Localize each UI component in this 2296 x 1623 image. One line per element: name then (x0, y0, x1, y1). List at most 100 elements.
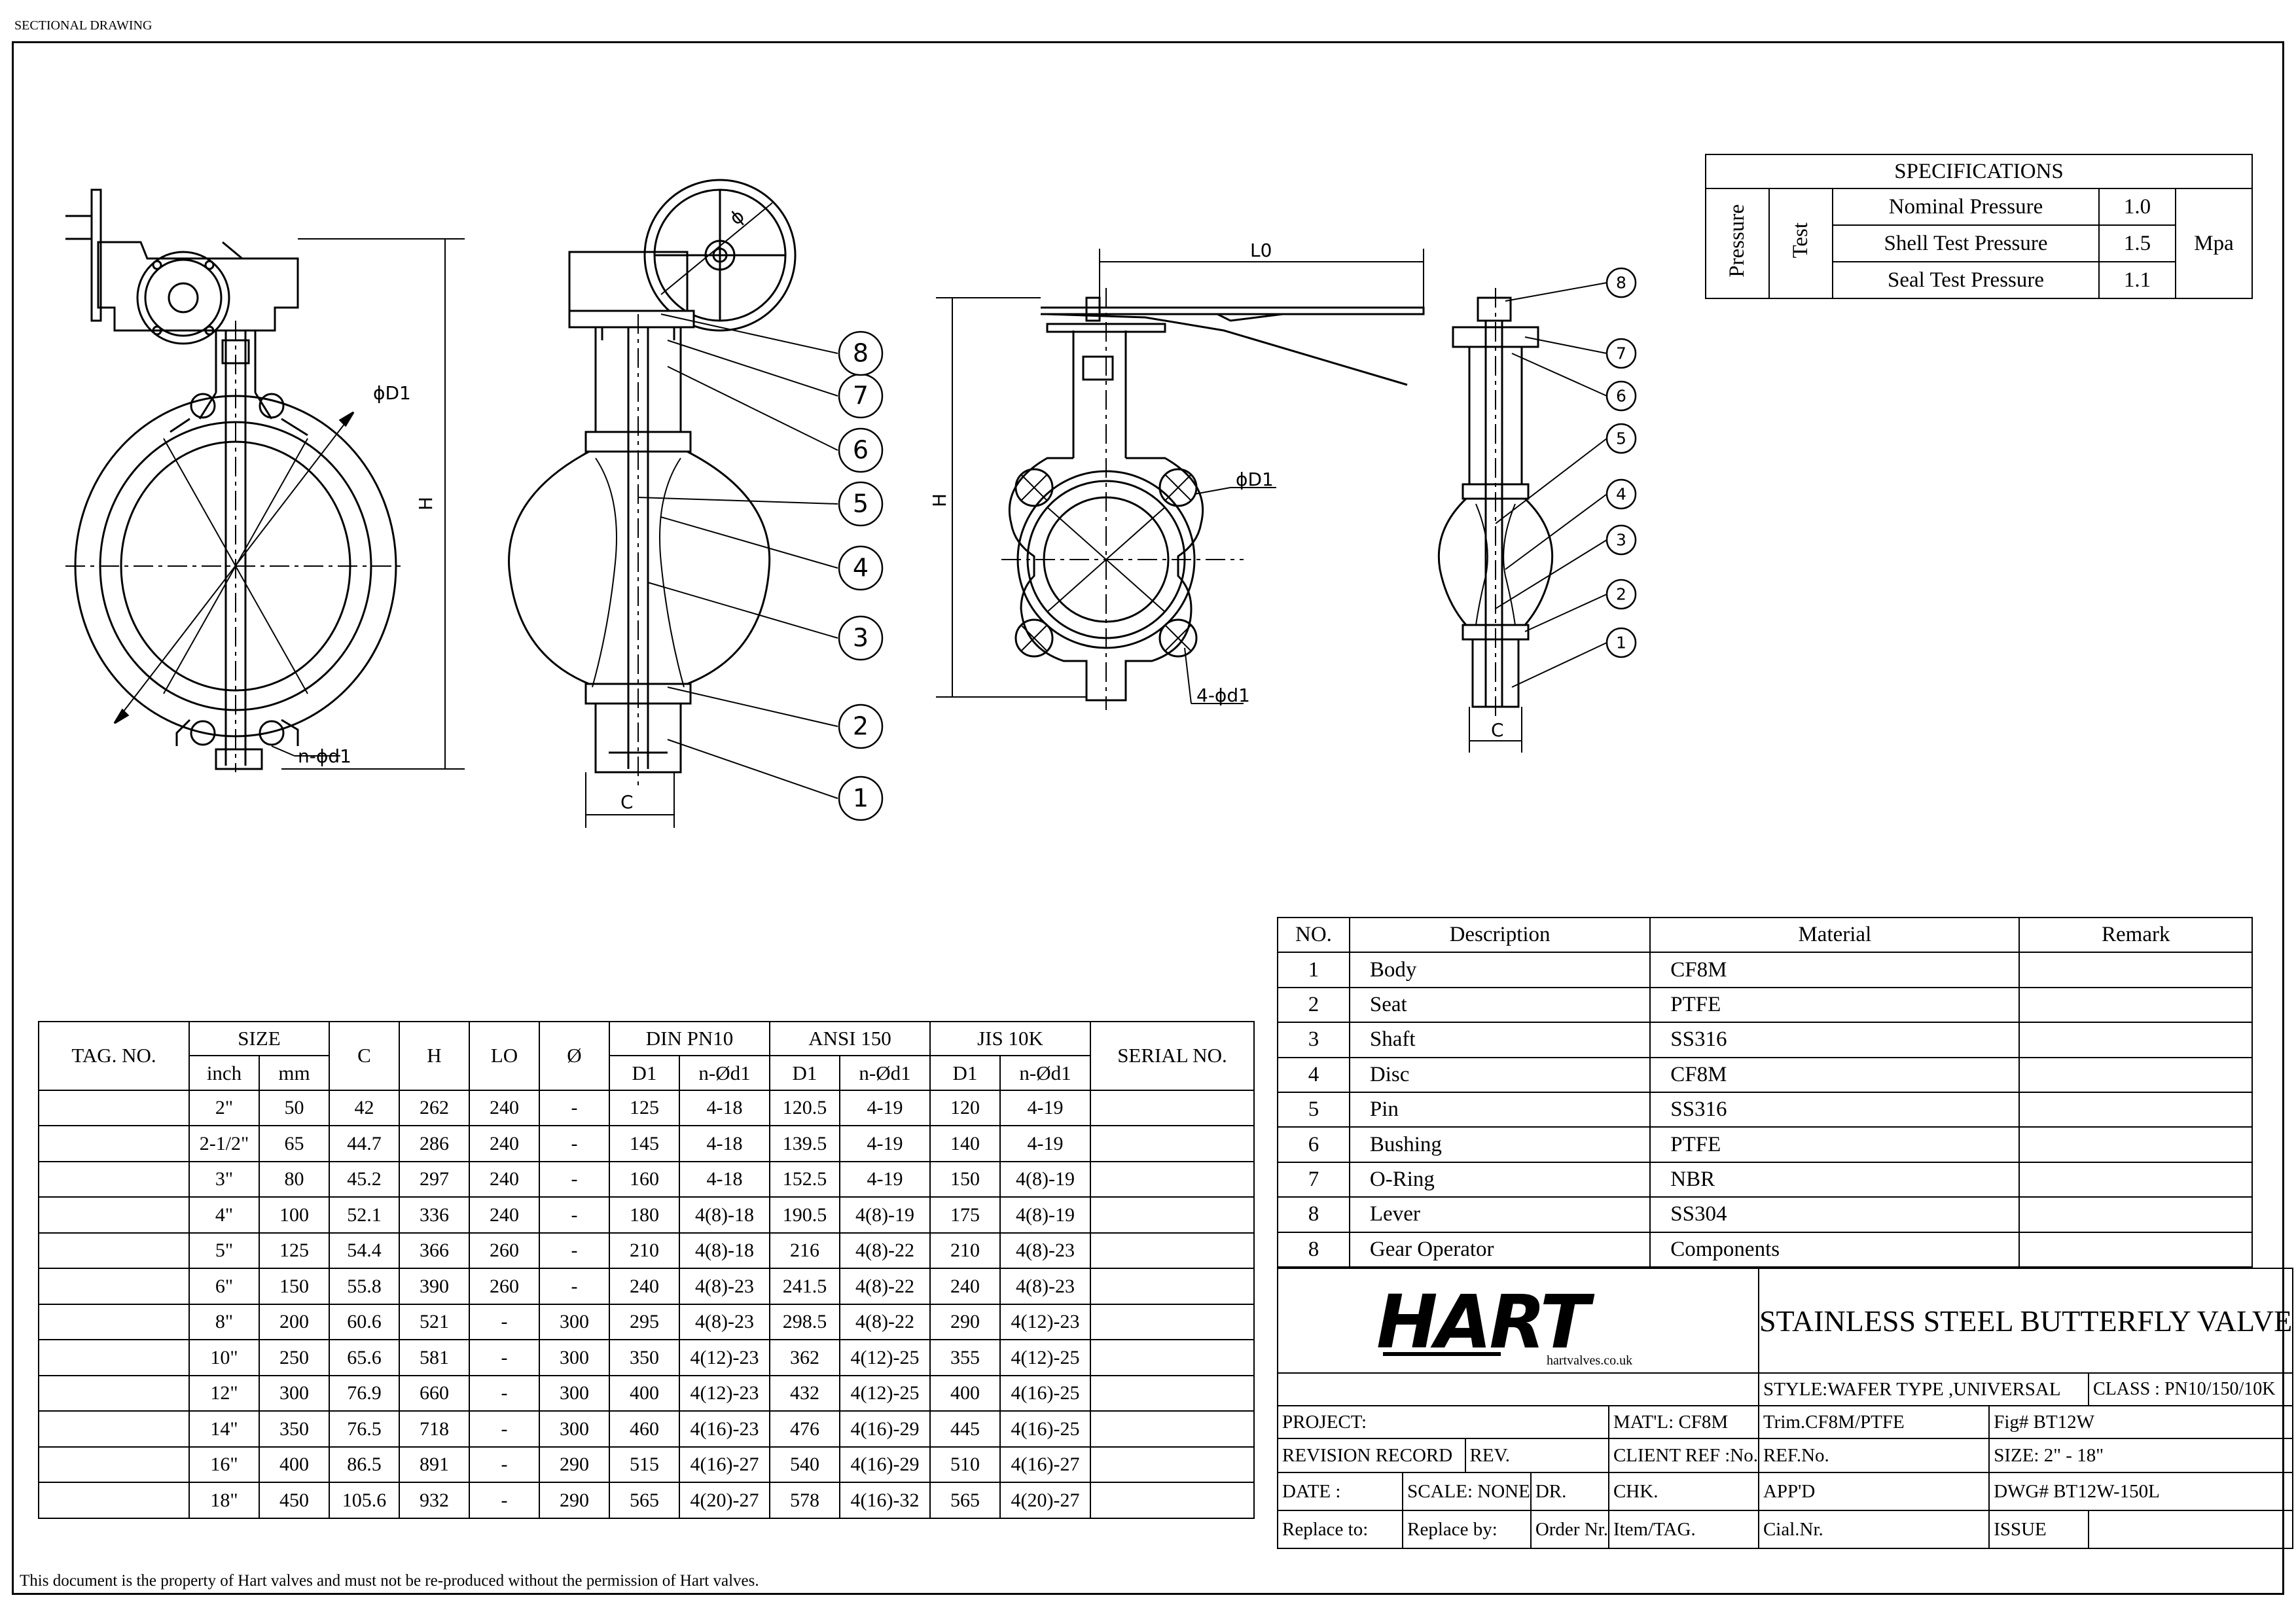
part-desc: Shaft (1348, 1022, 1651, 1058)
cell-tag-no (38, 1196, 190, 1234)
th-ansi: ANSI 150 (769, 1020, 931, 1057)
th-no: NO. (1277, 916, 1350, 954)
rev-cell: REV. (1464, 1438, 1609, 1473)
cell-phi: 290 (539, 1482, 610, 1519)
part-remark (2018, 986, 2253, 1024)
cell-din-d1: 180 (609, 1196, 680, 1234)
part-desc: Bushing (1348, 1126, 1651, 1163)
cell-jis-d1: 400 (929, 1374, 1001, 1412)
cell-ansi-nd1: 4(16)-29 (839, 1446, 931, 1484)
spec-value: 1.1 (2098, 261, 2176, 299)
cell-c: 86.5 (329, 1446, 400, 1484)
balloon-5: 5 (838, 481, 884, 527)
cell-phi: - (539, 1232, 610, 1270)
cell-ansi-d1: 432 (769, 1374, 840, 1412)
cell-tag-no (38, 1232, 190, 1270)
cell-serial-no (1090, 1410, 1255, 1448)
cell-ansi-d1: 216 (769, 1232, 840, 1270)
issue-value-cell (2088, 1510, 2294, 1549)
replace-to-cell: Replace to: (1276, 1510, 1404, 1549)
cell-c: 105.6 (329, 1482, 400, 1519)
cell-din-d1: 400 (609, 1374, 680, 1412)
date-cell: DATE : (1276, 1472, 1404, 1511)
cell-tag-no (38, 1482, 190, 1519)
svg-text:3: 3 (853, 624, 869, 652)
svg-text:5: 5 (853, 490, 869, 518)
cell-din-nd1: 4(16)-23 (679, 1410, 770, 1448)
cell-tag-no (38, 1268, 190, 1305)
part-desc: Pin (1348, 1091, 1651, 1128)
svg-text:5: 5 (1616, 429, 1626, 448)
cell-din-d1: 295 (609, 1303, 680, 1341)
client-ref-cell: CLIENT REF :No. (1607, 1438, 1759, 1473)
cell-ansi-d1: 578 (769, 1482, 840, 1519)
svg-text:8: 8 (853, 339, 869, 368)
issue-cell: ISSUE (1988, 1510, 2090, 1549)
order-nr-cell: Order Nr. (1530, 1510, 1609, 1549)
appd-cell: APP'D (1757, 1472, 1990, 1511)
cell-lo: - (469, 1339, 540, 1376)
specifications-table: SPECIFICATIONS Pressure Test Nominal Pre… (1705, 154, 2253, 299)
cell-c: 52.1 (329, 1196, 400, 1234)
part-desc: Disc (1348, 1056, 1651, 1093)
cell-phi: - (539, 1268, 610, 1305)
spec-value: 1.0 (2098, 188, 2176, 226)
cell-inch: 5" (188, 1232, 260, 1270)
cell-jis-nd1: 4(16)-25 (999, 1410, 1091, 1448)
cell-tag-no (38, 1089, 190, 1127)
balloon-1: 1 (838, 776, 884, 821)
th-tag-no: TAG. NO. (38, 1021, 190, 1091)
cell-jis-nd1: 4(8)-23 (999, 1268, 1091, 1305)
cell-jis-d1: 240 (929, 1268, 1001, 1305)
drawing-border (12, 41, 2284, 1595)
cell-phi: - (539, 1160, 610, 1198)
balloon-5: 5 (1605, 423, 1637, 454)
th-jis-nd1: n-Ød1 (999, 1055, 1091, 1091)
cell-ansi-nd1: 4-19 (839, 1160, 931, 1198)
cell-mm: 80 (259, 1160, 330, 1198)
cell-jis-d1: 510 (929, 1446, 1001, 1484)
balloon-4: 4 (1605, 478, 1637, 510)
part-material: SS316 (1649, 1091, 2020, 1128)
cell-serial-no (1090, 1374, 1255, 1412)
cell-jis-nd1: 4(16)-25 (999, 1374, 1091, 1412)
spec-label: Nominal Pressure (1832, 188, 2100, 226)
part-desc: Seat (1348, 986, 1651, 1024)
cell-phi: 300 (539, 1303, 610, 1341)
balloon-1: 1 (1605, 627, 1637, 658)
cell-inch: 16" (188, 1446, 260, 1484)
part-remark (2018, 1022, 2253, 1058)
cell-din-d1: 160 (609, 1160, 680, 1198)
cell-ansi-nd1: 4(8)-22 (839, 1303, 931, 1341)
cell-din-nd1: 4-18 (679, 1160, 770, 1198)
item-tag-cell: Item/TAG. (1607, 1510, 1759, 1549)
cell-jis-d1: 565 (929, 1482, 1001, 1519)
cell-inch: 2-1/2" (188, 1125, 260, 1162)
cell-c: 65.6 (329, 1339, 400, 1376)
part-remark (2018, 1091, 2253, 1128)
part-material: CF8M (1649, 952, 2020, 988)
cell-din-d1: 515 (609, 1446, 680, 1484)
cell-c: 42 (329, 1089, 400, 1127)
cell-ansi-d1: 362 (769, 1339, 840, 1376)
cell-ansi-nd1: 4(16)-32 (839, 1482, 931, 1519)
cell-h: 366 (399, 1232, 470, 1270)
cell-ansi-d1: 120.5 (769, 1089, 840, 1127)
revision-record-cell: REVISION RECORD (1277, 1438, 1466, 1473)
th-inch: inch (188, 1055, 260, 1091)
svg-text:1: 1 (1616, 633, 1626, 652)
cell-din-nd1: 4-18 (679, 1125, 770, 1162)
part-remark (2018, 1056, 2253, 1093)
cell-lo: 260 (469, 1268, 540, 1305)
cell-phi: 300 (539, 1374, 610, 1412)
cell-h: 660 (399, 1374, 470, 1412)
